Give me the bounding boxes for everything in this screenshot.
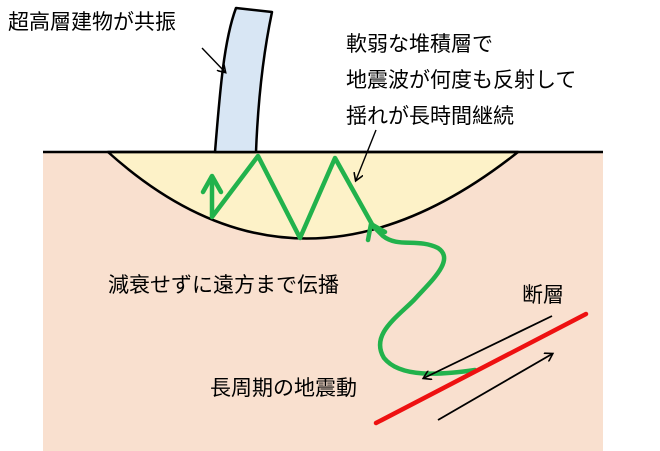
skyscraper	[213, 6, 274, 154]
fault-label: 断層	[522, 283, 564, 307]
building-leader-line	[201, 47, 225, 72]
sediment-leader-line	[356, 129, 377, 180]
fault-slip-arrow-lower	[437, 354, 552, 421]
sediment-label-line1: 軟弱な堆積層で	[346, 32, 493, 56]
sediment-label-line2: 地震波が何度も反射して	[346, 68, 576, 92]
sediment-label-line3: 揺れが長時間継続	[346, 104, 514, 128]
fault-slip-arrow-upper	[424, 315, 553, 378]
long-period-motion-label: 長周期の地震動	[210, 376, 357, 400]
fault-line	[373, 311, 589, 426]
wave-arrowhead-entry	[365, 221, 388, 243]
propagation-label: 減衰せずに遠方まで伝播	[108, 273, 339, 297]
building-label: 超高層建物が共振	[8, 10, 176, 34]
seismic-wave-path	[209, 153, 478, 376]
wave-arrowhead-top	[200, 173, 224, 195]
